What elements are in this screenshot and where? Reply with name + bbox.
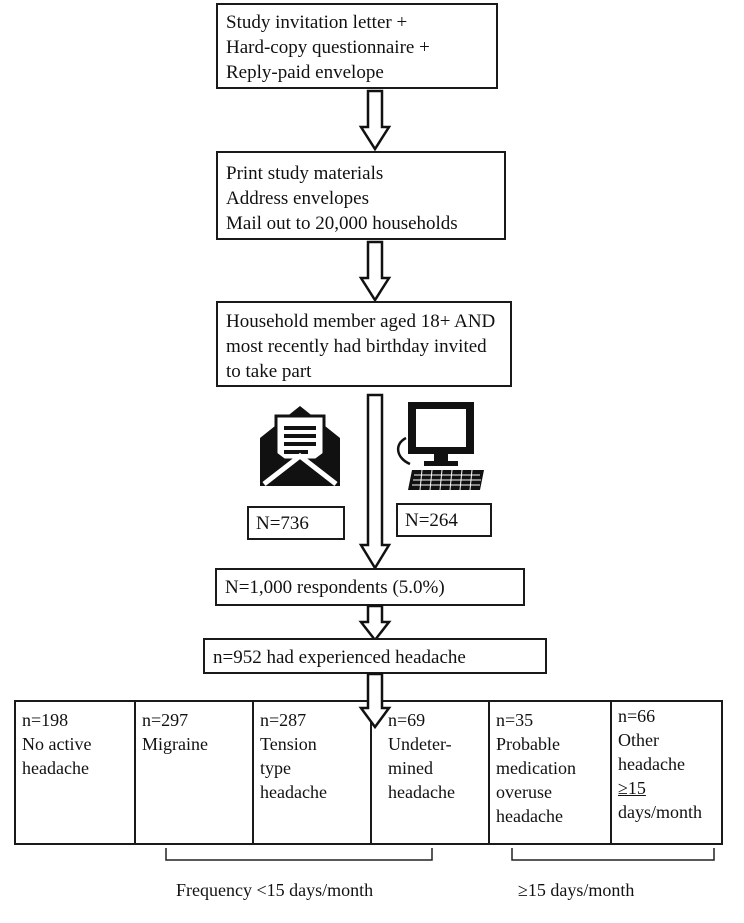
category-line: n=69 bbox=[388, 710, 426, 730]
category-line: n=66 bbox=[618, 706, 656, 726]
category-cell: n=198 No active headache bbox=[16, 702, 136, 843]
mailout-line-3: Mail out to 20,000 households bbox=[226, 213, 458, 234]
invitation-line-1: Study invitation letter + bbox=[226, 12, 408, 33]
category-line: Probable bbox=[496, 734, 560, 754]
computer-icon bbox=[397, 402, 484, 491]
paper-responses-count: N=736 bbox=[256, 513, 309, 534]
category-cell: n=297 Migraine bbox=[136, 702, 254, 843]
invitation-line-2: Hard-copy questionnaire + bbox=[226, 37, 430, 58]
household-line-3: to take part bbox=[226, 361, 312, 382]
category-line: ≥15 bbox=[618, 778, 646, 798]
respondents-count: N=1,000 respondents (5.0%) bbox=[225, 577, 445, 598]
headache-category-row: n=198 No active headache n=297 Migraine … bbox=[14, 700, 723, 845]
category-line: n=297 bbox=[142, 710, 189, 730]
category-line: Tension bbox=[260, 734, 317, 754]
category-line: Undeter- bbox=[388, 734, 452, 754]
low-frequency-label: Frequency <15 days/month bbox=[176, 880, 374, 900]
category-line: medication bbox=[496, 758, 576, 778]
category-line: type bbox=[260, 758, 291, 778]
category-line: n=287 bbox=[260, 710, 307, 730]
category-line: mined bbox=[388, 758, 433, 778]
mailout-line-1: Print study materials bbox=[226, 163, 384, 184]
respondents-box: N=1,000 respondents (5.0%) bbox=[215, 568, 525, 606]
low-frequency-bracket bbox=[165, 848, 433, 861]
category-line: n=35 bbox=[496, 710, 534, 730]
online-responses-count: N=264 bbox=[405, 510, 458, 531]
headache-box: n=952 had experienced headache bbox=[203, 638, 547, 674]
arrow-down-2 bbox=[358, 240, 392, 303]
arrow-down-1 bbox=[358, 89, 392, 152]
category-line: headache bbox=[388, 782, 455, 802]
paper-responses-box: N=736 bbox=[247, 506, 345, 540]
online-responses-box: N=264 bbox=[396, 503, 492, 537]
category-line: days/month bbox=[618, 802, 702, 822]
invitation-box: Study invitation letter + Hard-copy ques… bbox=[216, 3, 498, 89]
category-line: Migraine bbox=[142, 734, 208, 754]
category-line: headache bbox=[618, 754, 685, 774]
household-line-1: Household member aged 18+ AND bbox=[226, 311, 496, 332]
household-box: Household member aged 18+ AND most recen… bbox=[216, 301, 512, 387]
category-line: No active bbox=[22, 734, 92, 754]
invitation-line-3: Reply-paid envelope bbox=[226, 62, 384, 83]
category-cell: n=35 Probable medication overuse headach… bbox=[490, 702, 612, 843]
category-line: headache bbox=[496, 806, 563, 826]
high-frequency-bracket bbox=[511, 848, 715, 861]
category-line: headache bbox=[22, 758, 89, 778]
category-line: n=198 bbox=[22, 710, 69, 730]
category-cell: n=66 Other headache ≥15 days/month bbox=[612, 702, 721, 843]
mailout-line-2: Address envelopes bbox=[226, 188, 369, 209]
category-line: Other bbox=[618, 730, 659, 750]
household-line-2: most recently had birthday invited bbox=[226, 336, 487, 357]
mailout-box: Print study materials Address envelopes … bbox=[216, 151, 506, 240]
arrow-down-5 bbox=[358, 672, 392, 730]
category-cell: n=69 Undeter- mined headache bbox=[372, 702, 490, 843]
high-frequency-label: ≥15 days/month bbox=[518, 880, 635, 900]
headache-count: n=952 had experienced headache bbox=[213, 647, 466, 668]
arrow-down-4 bbox=[358, 604, 392, 643]
category-cell: n=287 Tension type headache bbox=[254, 702, 372, 843]
category-line: headache bbox=[260, 782, 327, 802]
category-line: overuse bbox=[496, 782, 552, 802]
arrow-down-3 bbox=[358, 393, 392, 571]
envelope-icon bbox=[260, 406, 340, 486]
